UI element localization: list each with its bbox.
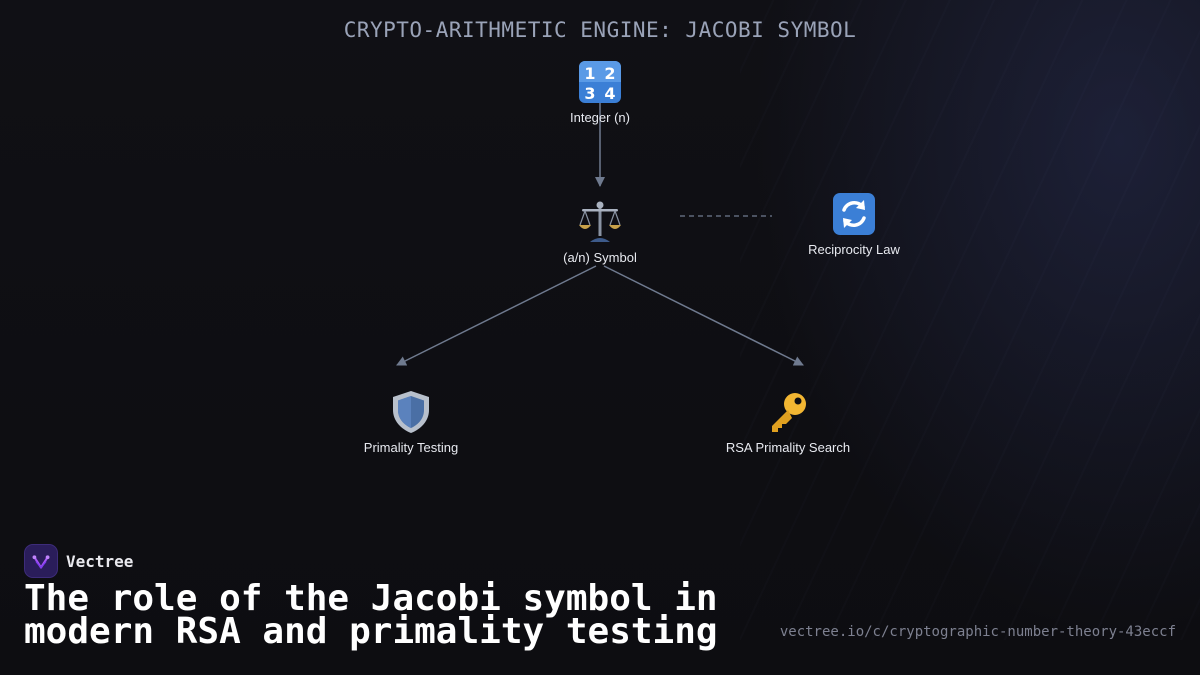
svg-text:2: 2: [604, 64, 615, 83]
svg-text:4: 4: [604, 84, 615, 103]
diagram-title: CRYPTO-ARITHMETIC ENGINE: JACOBI SYMBOL: [343, 18, 857, 42]
node-reciprocity: Reciprocity Law: [744, 190, 964, 257]
shield-icon: [393, 391, 429, 433]
brand-name: Vectree: [66, 551, 134, 571]
counterclockwise-arrows-icon: [833, 193, 875, 235]
node-label-primality: Primality Testing: [363, 440, 459, 455]
input-numbers-icon: 1 2 3 4: [579, 61, 621, 103]
key-icon: [772, 393, 806, 432]
svg-text:3: 3: [584, 84, 595, 103]
headline: The role of the Jacobi symbol in modern …: [24, 578, 718, 652]
vectree-logo-icon: [24, 544, 58, 578]
brand: Vectree: [24, 544, 133, 578]
edge-symbol-to-primality: [396, 265, 597, 366]
node-symbol: (a/n) Symbol: [490, 198, 710, 265]
node-rsa: RSA Primality Search: [678, 388, 898, 455]
edge-symbol-to-rsa: [603, 265, 804, 366]
balance-scale-icon: [579, 201, 621, 242]
source-url: vectree.io/c/cryptographic-number-theory…: [779, 624, 1176, 640]
svg-text:1: 1: [584, 64, 595, 83]
node-primality: Primality Testing: [301, 388, 521, 455]
node-label-rsa: RSA Primality Search: [725, 440, 851, 455]
node-label-integer: Integer (n): [570, 110, 630, 125]
node-label-symbol: (a/n) Symbol: [563, 250, 637, 265]
node-integer: 1 2 3 4 Integer (n): [490, 58, 710, 125]
node-label-reciprocity: Reciprocity Law: [808, 242, 900, 257]
